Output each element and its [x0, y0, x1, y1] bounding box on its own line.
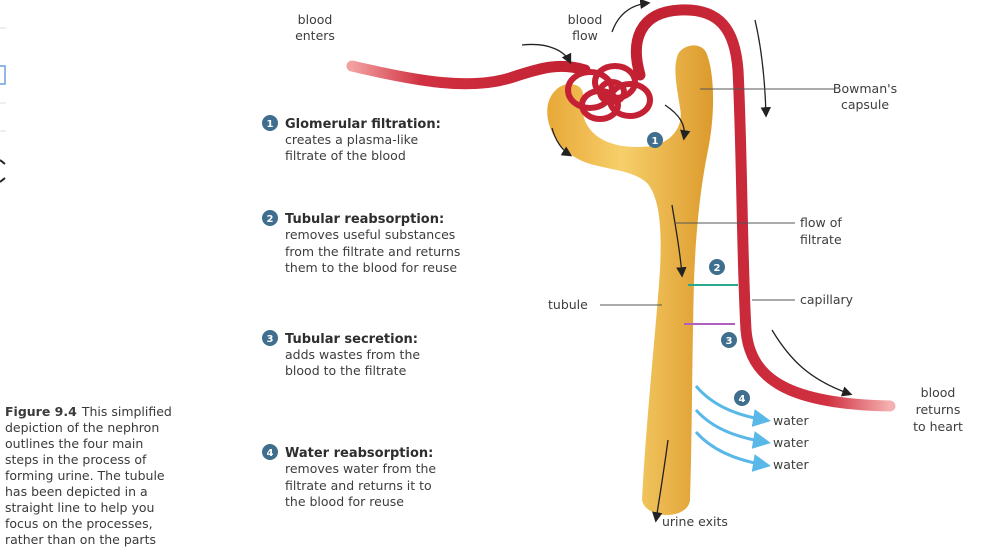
label-tubule: tubule	[548, 297, 588, 312]
svg-text:3: 3	[267, 334, 274, 345]
svg-text:adds wastes from the: adds wastes from the	[285, 347, 420, 362]
capillary	[630, 4, 896, 412]
svg-text:steps in the process of: steps in the process of	[5, 452, 147, 467]
afferent-arteriole	[346, 60, 591, 90]
svg-text:blood: blood	[921, 385, 956, 400]
label-water: water water water	[773, 413, 809, 472]
svg-text:from the filtrate and returns: from the filtrate and returns	[285, 244, 460, 259]
svg-text:removes useful substances: removes useful substances	[285, 227, 455, 242]
svg-text:Tubular secretion:: Tubular secretion:	[285, 332, 418, 347]
step-2: 2 Tubular reabsorption: removes useful s…	[262, 210, 460, 275]
left-edge-fragments	[0, 27, 6, 183]
svg-text:water: water	[773, 457, 809, 472]
svg-text:to heart: to heart	[913, 419, 963, 434]
label-bowmans-capsule: Bowman's capsule	[833, 81, 897, 112]
svg-text:filtrate and returns it to: filtrate and returns it to	[285, 478, 432, 493]
svg-text:enters: enters	[295, 28, 335, 43]
svg-text:blood to the filtrate: blood to the filtrate	[285, 363, 407, 378]
svg-text:depiction of the nephron: depiction of the nephron	[5, 420, 159, 435]
svg-text:focus on the processes,: focus on the processes,	[5, 516, 153, 531]
svg-text:Glomerular filtration:: Glomerular filtration:	[285, 117, 441, 132]
svg-text:the blood for reuse: the blood for reuse	[285, 494, 404, 509]
glomerulus	[565, 63, 653, 122]
svg-text:Tubular reabsorption:: Tubular reabsorption:	[285, 212, 444, 227]
svg-text:1: 1	[267, 119, 274, 130]
svg-text:blood: blood	[298, 12, 333, 27]
svg-text:filtrate of the blood: filtrate of the blood	[285, 148, 406, 163]
svg-text:has been depicted in a: has been depicted in a	[5, 484, 148, 499]
label-blood-enters: blood enters	[295, 12, 335, 43]
svg-text:capsule: capsule	[841, 97, 889, 112]
svg-text:flow of: flow of	[800, 215, 842, 230]
step-3: 3 Tubular secretion: adds wastes from th…	[262, 330, 420, 378]
label-blood-flow: blood flow	[568, 12, 603, 43]
svg-text:them to the blood for reuse: them to the blood for reuse	[285, 260, 457, 275]
label-capillary: capillary	[800, 292, 854, 307]
svg-text:2: 2	[714, 263, 721, 274]
svg-text:blood: blood	[568, 12, 603, 27]
flow-arrows	[521, 0, 853, 523]
svg-text:creates a plasma-like: creates a plasma-like	[285, 132, 418, 147]
step-4: 4 Water reabsorption: removes water from…	[262, 444, 436, 509]
label-flow-of-filtrate: flow of filtrate	[800, 215, 842, 247]
svg-text:1: 1	[652, 136, 659, 147]
svg-text:Water reabsorption:: Water reabsorption:	[285, 446, 433, 461]
svg-text:4: 4	[739, 394, 746, 405]
svg-text:filtrate: filtrate	[800, 232, 842, 247]
svg-text:rather than on the parts: rather than on the parts	[5, 532, 156, 547]
svg-text:4: 4	[267, 448, 274, 459]
svg-text:water: water	[773, 413, 809, 428]
svg-text:flow: flow	[572, 28, 598, 43]
diagram-step-markers: 1 2 3 4	[647, 132, 750, 406]
label-blood-returns: blood returns to heart	[913, 385, 963, 434]
tubule	[547, 45, 714, 516]
svg-text:returns: returns	[916, 402, 961, 417]
svg-text:forming urine. The tubule: forming urine. The tubule	[5, 468, 165, 483]
water-arrows	[694, 385, 771, 472]
svg-text:3: 3	[726, 336, 733, 347]
svg-text:2: 2	[267, 214, 274, 225]
svg-text:water: water	[773, 435, 809, 450]
svg-text:removes water from the: removes water from the	[285, 461, 436, 476]
svg-text:Bowman's: Bowman's	[833, 81, 897, 96]
leader-lines	[600, 88, 835, 306]
svg-text:outlines the four main: outlines the four main	[5, 436, 143, 451]
svg-text:straight line to help you: straight line to help you	[5, 500, 154, 515]
step-1: 1 Glomerular filtration: creates a plasm…	[262, 115, 441, 163]
label-urine-exits: urine exits	[662, 514, 728, 529]
